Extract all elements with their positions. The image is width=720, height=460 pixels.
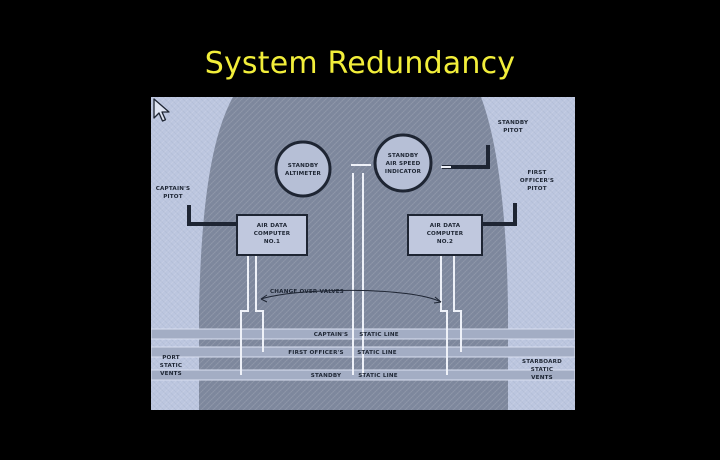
svg-text:PITOT: PITOT xyxy=(527,186,547,192)
svg-text:STATIC: STATIC xyxy=(160,363,183,369)
static-line-label-1: STATIC LINE xyxy=(359,332,399,338)
captains-static-label: CAPTAIN'S xyxy=(314,332,349,338)
svg-text:STANDBY: STANDBY xyxy=(288,163,319,169)
slide-title: System Redundancy xyxy=(204,46,516,81)
svg-text:STANDBY: STANDBY xyxy=(388,153,419,159)
svg-text:AIR DATA: AIR DATA xyxy=(257,223,288,229)
standby-pitot-label: STANDBY PITOT xyxy=(498,120,529,134)
air-data-computer-2: AIR DATA COMPUTER NO.2 xyxy=(407,214,483,256)
svg-text:ALTIMETER: ALTIMETER xyxy=(285,171,321,177)
mouse-cursor-icon xyxy=(153,98,170,122)
pitot-static-diagram: STANDBY ALTIMETER STANDBY AIR SPEED INDI… xyxy=(151,97,575,410)
port-static-vents-label: PORT STATIC VENTS xyxy=(160,355,183,377)
svg-text:FIRST: FIRST xyxy=(527,170,546,176)
standby-pitot-pipe xyxy=(442,145,490,169)
svg-text:PITOT: PITOT xyxy=(163,194,183,200)
svg-text:COMPUTER: COMPUTER xyxy=(254,231,291,237)
svg-text:PORT: PORT xyxy=(162,355,180,361)
standby-static-label: STANDBY xyxy=(311,373,342,379)
first-officers-pitot-pipe xyxy=(482,203,517,226)
standby-altimeter: STANDBY ALTIMETER xyxy=(274,140,332,198)
first-officers-static-label: FIRST OFFICER'S xyxy=(288,350,343,356)
svg-text:STARBOARD: STARBOARD xyxy=(522,359,562,365)
svg-text:VENTS: VENTS xyxy=(160,371,182,377)
static-line-label-2: STATIC LINE xyxy=(357,350,397,356)
air-data-computer-1: AIR DATA COMPUTER NO.1 xyxy=(236,214,308,256)
starboard-static-vents-label: STARBOARD STATIC VENTS xyxy=(522,359,562,381)
svg-text:NO.2: NO.2 xyxy=(437,239,453,245)
svg-text:STATIC: STATIC xyxy=(531,367,554,373)
svg-text:COMPUTER: COMPUTER xyxy=(427,231,464,237)
first-officers-pitot-label: FIRST OFFICER'S PITOT xyxy=(520,170,554,192)
svg-text:PITOT: PITOT xyxy=(503,128,523,134)
svg-text:VENTS: VENTS xyxy=(531,375,553,381)
changeover-valve-arrow-left xyxy=(260,289,442,303)
static-line-label-3: STATIC LINE xyxy=(358,373,398,379)
captains-pitot-pipe xyxy=(187,205,239,226)
svg-text:AIR SPEED: AIR SPEED xyxy=(386,161,421,167)
svg-text:INDICATOR: INDICATOR xyxy=(385,169,422,175)
svg-text:CAPTAIN'S: CAPTAIN'S xyxy=(156,186,191,192)
svg-text:STANDBY: STANDBY xyxy=(498,120,529,126)
changeover-valves-label: CHANGE OVER VALVES xyxy=(270,289,344,295)
standby-airspeed-indicator: STANDBY AIR SPEED INDICATOR xyxy=(373,133,433,193)
svg-text:OFFICER'S: OFFICER'S xyxy=(520,178,554,184)
captains-pitot-label: CAPTAIN'S PITOT xyxy=(156,186,191,200)
svg-text:AIR DATA: AIR DATA xyxy=(430,223,461,229)
svg-text:NO.1: NO.1 xyxy=(264,239,280,245)
